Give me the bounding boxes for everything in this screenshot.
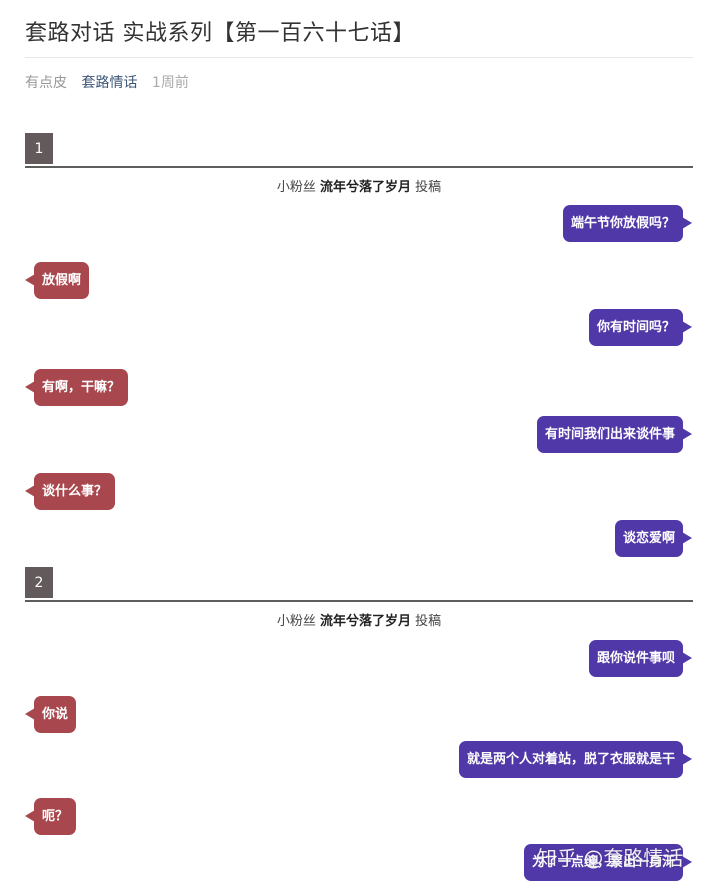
message-bubble-right: 就是两个人对着站，脱了衣服就是干 bbox=[458, 741, 693, 778]
section-header-2: 2 bbox=[25, 567, 693, 602]
contributor-name[interactable]: 流年兮落了岁月 bbox=[319, 614, 411, 629]
message-bubble-left: 呃？ bbox=[24, 798, 77, 835]
contributor-line: 小粉丝 流年兮落了岁月 投稿 bbox=[25, 610, 693, 629]
contributor-name[interactable]: 流年兮落了岁月 bbox=[319, 180, 411, 195]
post-time: 1周前 bbox=[151, 75, 189, 91]
message-bubble-right: 谈恋爱啊 bbox=[614, 520, 693, 557]
message-bubble-right: 你有时间吗？ bbox=[588, 309, 693, 346]
message-bubble-right: 有时间我们出来谈件事 bbox=[536, 416, 693, 453]
message-bubble-right: 为了一点缝，累出一身汗 bbox=[523, 844, 693, 881]
watermark: 知乎 @套路情话 bbox=[537, 846, 684, 870]
message-bubble-left: 有啊，干嘛？ bbox=[24, 369, 129, 406]
article-meta: 有点皮 套路情话 1周前 bbox=[25, 72, 189, 92]
title-divider bbox=[25, 57, 693, 58]
author-name[interactable]: 有点皮 bbox=[25, 75, 67, 91]
section-number-badge: 2 bbox=[25, 567, 53, 598]
section-number-badge: 1 bbox=[25, 133, 53, 164]
message-bubble-right: 端午节你放假吗？ bbox=[562, 205, 693, 242]
contributor-suffix: 投稿 bbox=[415, 180, 442, 195]
contributor-line: 小粉丝 流年兮落了岁月 投稿 bbox=[25, 176, 693, 195]
section-header-1: 1 bbox=[25, 133, 693, 168]
contributor-prefix: 小粉丝 bbox=[276, 180, 316, 195]
message-bubble-right: 跟你说件事呗 bbox=[588, 640, 693, 677]
article-title: 套路对话 实战系列【第一百六十七话】 bbox=[25, 21, 415, 46]
message-bubble-left: 放假啊 bbox=[24, 262, 90, 299]
message-bubble-left: 谈什么事？ bbox=[24, 473, 116, 510]
column-link[interactable]: 套路情话 bbox=[81, 75, 138, 91]
message-bubble-left: 你说 bbox=[24, 696, 77, 733]
contributor-prefix: 小粉丝 bbox=[276, 614, 316, 629]
contributor-suffix: 投稿 bbox=[415, 614, 442, 629]
